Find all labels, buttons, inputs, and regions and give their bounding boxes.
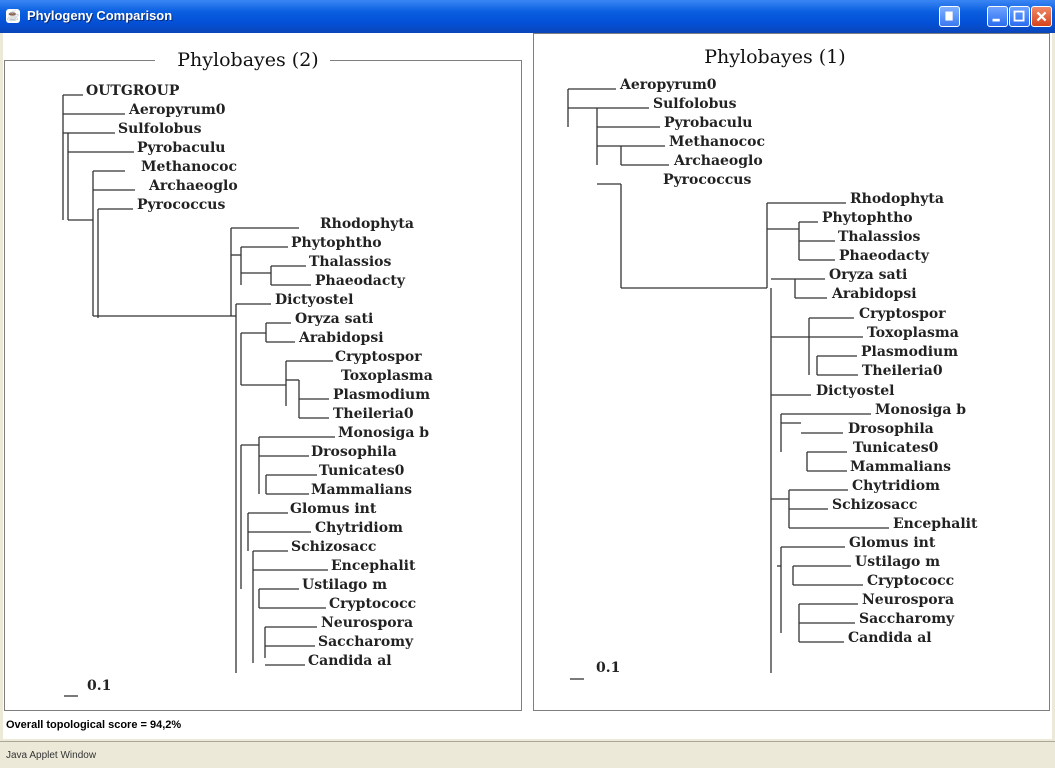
right-leaf-label: Archaeoglo: [673, 153, 763, 169]
right-leaf-label: Pyrococcus: [663, 172, 751, 188]
left-leaf-label: Encephalit: [331, 558, 416, 574]
right-leaf-label: Phytophtho: [822, 210, 913, 226]
maximize-button[interactable]: [1009, 6, 1030, 27]
right-leaf-label: Encephalit: [893, 516, 978, 532]
left-leaf-label: Methanococ: [141, 159, 237, 175]
app-icon[interactable]: ☕: [6, 9, 20, 23]
right-leaf-label: Rhodophyta: [850, 191, 944, 207]
right-leaf-label: Aeropyrum0: [619, 77, 717, 93]
right-tree-branches: [567, 88, 889, 673]
right-leaf-label: Tunicates0: [853, 440, 939, 456]
right-leaf-label: Pyrobaculu: [664, 115, 752, 131]
minimize-button[interactable]: [987, 6, 1008, 27]
left-leaf-label: Arabidopsi: [298, 330, 384, 346]
left-leaf-label: Glomus int: [290, 501, 377, 517]
status-bar: Java Applet Window: [0, 741, 1055, 768]
left-leaf-label: Candida al: [308, 653, 392, 669]
right-leaf-label: Cryptococc: [867, 573, 954, 589]
right-leaf-label: Neurospora: [862, 592, 954, 608]
right-tree: Phylobayes (1) Aeropyrum0SulfolobusPyrob…: [533, 33, 1050, 711]
left-leaf-label: Pyrococcus: [137, 197, 225, 213]
left-leaf-label: Chytridiom: [315, 520, 403, 536]
right-panel-title: Phylobayes (1): [704, 46, 845, 68]
right-leaf-label: Phaeodacty: [839, 248, 930, 264]
left-leaf-label: Ustilago m: [302, 577, 387, 593]
left-leaf-label: Aeropyrum0: [128, 102, 226, 118]
left-leaf-label: Tunicates0: [319, 463, 405, 479]
left-leaf-label: Rhodophyta: [320, 216, 414, 232]
left-leaf-label: Monosiga b: [338, 425, 429, 441]
left-tree: Phylobayes (2) OUTGROUP Aeropyrum0Sulfolo…: [4, 47, 522, 711]
right-leaf-label: Dictyostel: [816, 383, 895, 399]
right-leaf-label: Cryptospor: [859, 306, 946, 322]
left-leaf-label: Phytophtho: [291, 235, 382, 251]
left-leaf-label: Cryptospor: [335, 349, 422, 365]
right-leaf-label: Glomus int: [849, 535, 936, 551]
right-leaf-label: Plasmodium: [861, 344, 958, 360]
left-leaf-label: Phaeodacty: [315, 273, 406, 289]
left-leaf-label: Thalassios: [309, 254, 391, 270]
right-leaf-label: Monosiga b: [875, 402, 966, 418]
right-scale-label: 0.1: [596, 660, 620, 676]
left-leaf-label: Archaeoglo: [148, 178, 238, 194]
right-leaf-label: Chytridiom: [852, 478, 940, 494]
left-leaf-label: Toxoplasma: [341, 368, 433, 384]
left-panel-title: Phylobayes (2): [177, 49, 318, 71]
right-leaf-label: Schizosacc: [832, 497, 917, 513]
right-leaf-label: Candida al: [848, 630, 932, 646]
status-text: Java Applet Window: [6, 750, 97, 761]
left-leaf-label: Dictyostel: [275, 292, 354, 308]
right-leaf-label: Thalassios: [838, 229, 920, 245]
left-leaf-label: Drosophila: [311, 444, 397, 460]
left-leaf-label: Theileria0: [333, 406, 414, 422]
left-leaf-label: Oryza sati: [295, 311, 373, 327]
right-leaf-label: Toxoplasma: [867, 325, 959, 341]
topological-score: Overall topological score = 94,2%: [6, 719, 182, 731]
right-leaf-label: Methanococ: [669, 134, 765, 150]
left-tree-branches: [62, 94, 335, 673]
left-leaf-labels: OUTGROUP Aeropyrum0SulfolobusPyrobaculuMe…: [86, 83, 433, 669]
right-leaf-label: Mammalians: [850, 459, 951, 475]
right-leaf-label: Saccharomy: [859, 611, 955, 627]
minimize-icon: [992, 18, 1000, 22]
right-leaf-label: Arabidopsi: [831, 286, 917, 302]
system-menu-button[interactable]: [939, 6, 960, 27]
left-leaf-label: Mammalians: [311, 482, 412, 498]
close-icon: [1036, 11, 1047, 22]
left-leaf-label: Schizosacc: [291, 539, 376, 555]
system-menu-icon: [945, 11, 953, 21]
left-leaf-label: OUTGROUP: [86, 83, 180, 99]
right-leaf-label: Oryza sati: [829, 267, 907, 283]
right-leaf-label: Sulfolobus: [653, 96, 737, 112]
right-leaf-labels: Aeropyrum0SulfolobusPyrobaculuMethanococ…: [619, 77, 978, 646]
right-leaf-label: Ustilago m: [855, 554, 940, 570]
title-bar[interactable]: ☕ Phylogeny Comparison: [0, 0, 1055, 33]
left-leaf-label: Pyrobaculu: [137, 140, 225, 156]
right-leaf-label: Theileria0: [862, 363, 943, 379]
left-leaf-label: Plasmodium: [333, 387, 430, 403]
right-leaf-label: Drosophila: [848, 421, 934, 437]
window-title: Phylogeny Comparison: [27, 8, 173, 23]
close-button[interactable]: [1031, 6, 1052, 27]
left-leaf-label: Neurospora: [321, 615, 413, 631]
right-panel-border: [533, 33, 1050, 711]
left-leaf-label: Cryptococc: [329, 596, 416, 612]
left-scale-label: 0.1: [87, 678, 111, 694]
left-leaf-label: Sulfolobus: [118, 121, 202, 137]
maximize-icon: [1013, 10, 1025, 22]
left-leaf-label: Saccharomy: [318, 634, 414, 650]
